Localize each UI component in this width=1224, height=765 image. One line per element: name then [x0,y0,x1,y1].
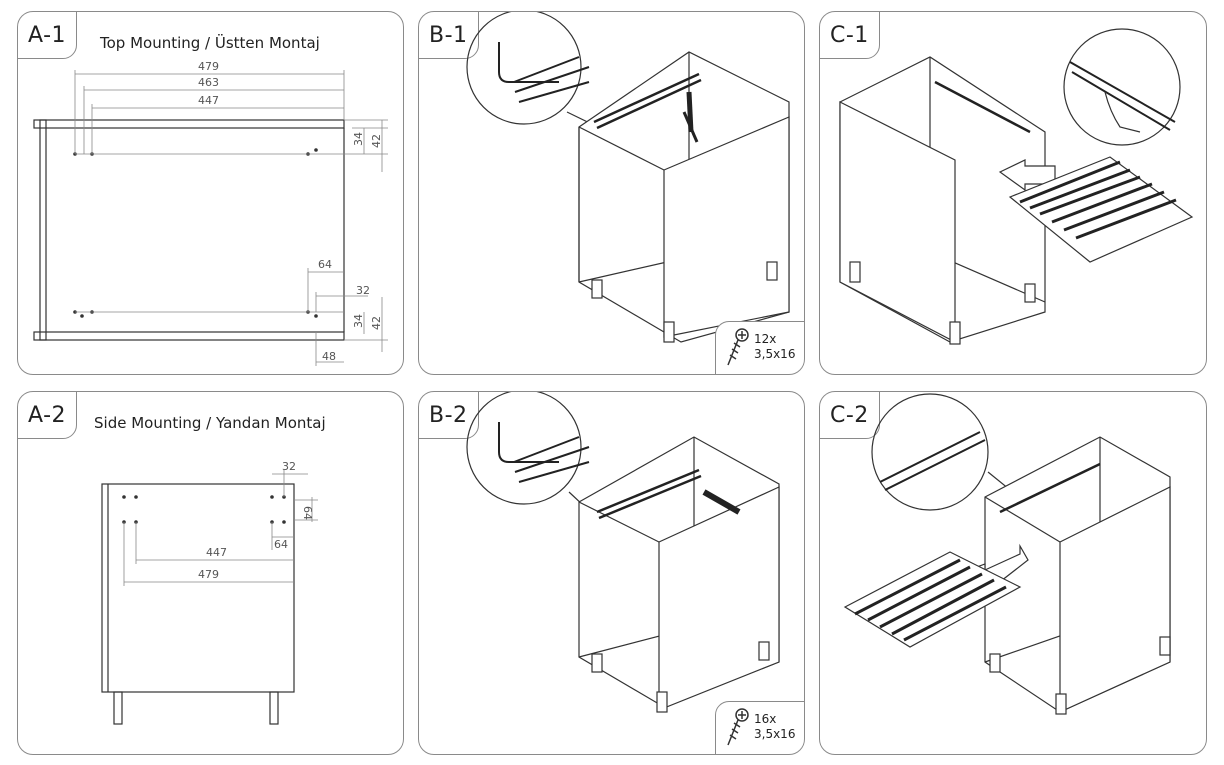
screw-size: 3,5x16 [754,347,796,361]
dim-64: 64 [318,258,332,271]
top-mounting-diagram: 479 463 447 34 42 64 32 34 42 48 [33,60,388,366]
dim-32: 32 [356,284,370,297]
detail-zoom-circle [466,392,582,505]
dim-447: 447 [206,546,227,559]
drill-holes [73,148,318,318]
dim-64-vertical: 64 [301,506,314,520]
panel-c1: C-1 [819,11,1207,375]
dim-48: 48 [322,350,336,363]
panel-b1: B-1 [418,11,805,375]
screw-requirement-badge: 16x 3,5x16 [715,701,804,754]
cabinet-leg [269,691,279,725]
panel-label: A-2 [18,392,78,439]
side-drawer-insert-illustration [843,393,1171,715]
panel-label: B-2 [419,392,479,439]
cabinet-leg [113,691,123,725]
cabinet-bottom-rail [33,331,345,341]
dim-64-horizontal: 64 [274,538,288,551]
side-rail-install-illustration [466,392,780,713]
screw-quantity: 16x [754,712,777,726]
screw-quantity: 12x [754,332,777,346]
panel-title: Top Mounting / Üstten Montaj [100,34,320,52]
drawer-insert-illustration [839,28,1194,345]
cabinet-top-rail [33,119,345,129]
dim-34-bottom: 34 [352,314,365,328]
dim-42-top: 42 [370,134,383,148]
detail-zoom-circle [871,393,989,511]
side-mounting-diagram: 32 64 64 447 479 [101,460,318,725]
screw-icon [727,708,749,746]
panel-label: B-1 [419,12,479,59]
panel-a2: A-2 Side Mounting / Yandan Montaj [17,391,404,755]
screw-icon [727,328,749,366]
cabinet-rail-install-illustration [466,12,790,343]
dim-42-bottom: 42 [370,316,383,330]
detail-zoom-circle [1063,28,1181,146]
panel-title: Side Mounting / Yandan Montaj [94,414,326,432]
dim-463: 463 [198,76,219,89]
panel-label: A-1 [18,12,78,59]
panel-b2: B-2 16x 3,5x16 [418,391,805,755]
screw-requirement-badge: 12x 3,5x16 [715,321,804,374]
dim-447: 447 [198,94,219,107]
dim-479: 479 [198,60,219,73]
cabinet-side-panel [39,119,47,341]
panel-label: C-2 [820,392,880,439]
screw-size: 3,5x16 [754,727,796,741]
panel-c2: C-2 [819,391,1207,755]
panel-a1: A-1 Top Mounting / Üstten Montaj [17,11,404,375]
dim-32: 32 [282,460,296,473]
dim-479: 479 [198,568,219,581]
dim-34-top: 34 [352,132,365,146]
detail-zoom-circle [466,12,582,125]
panel-label: C-1 [820,12,880,59]
cabinet-side-panel [101,483,295,693]
